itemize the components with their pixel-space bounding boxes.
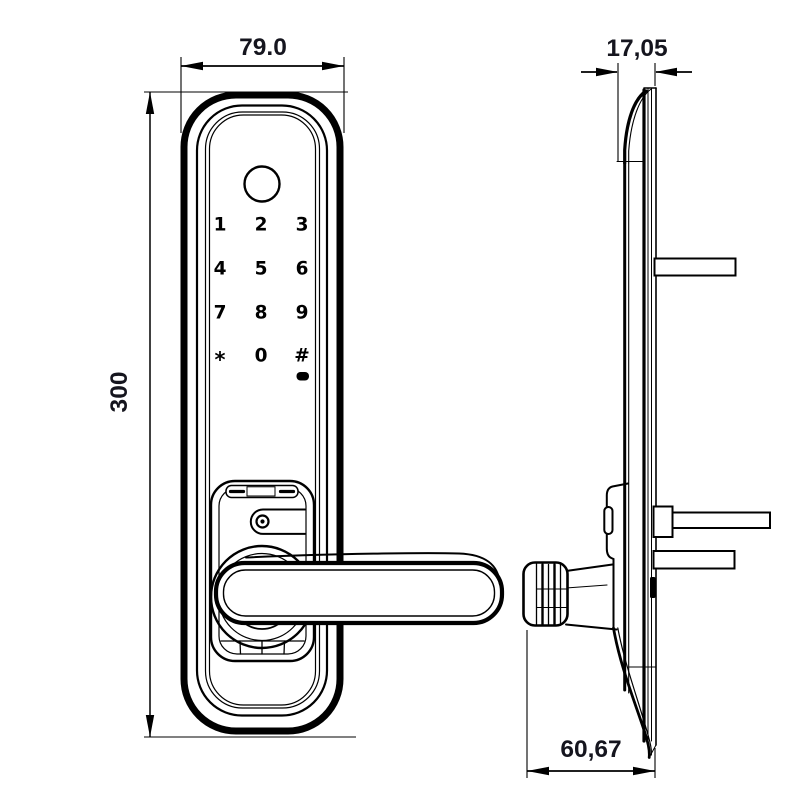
curved-top-front-inner [628,88,652,164]
keypad-key-hash: # [294,346,310,367]
keypad-key-1: 1 [214,215,227,236]
screw-center-dot [260,519,265,524]
keypad-key-8: 8 [255,303,268,324]
side-view [522,87,771,759]
dim-handle-depth-label: 60,67 [560,736,621,763]
front-panel-outline [195,104,329,717]
keypad-key-9: 9 [296,303,309,324]
arrowhead-left [596,67,618,77]
dim-side-depth: 17,05 [581,35,692,161]
side-bottom-curve-outer [612,626,651,759]
fingerprint-sensor-icon [243,165,281,203]
arrowhead-left [181,61,203,71]
handle-stem-top [565,563,614,572]
arrowhead-right [633,766,655,776]
latch-bolt-top [653,257,737,277]
arrowhead-left [527,766,549,776]
keypad-key-2: 2 [255,215,268,236]
handle-stem-mid [565,584,608,589]
deadbolt-base [652,505,674,538]
slot-center-window [246,486,276,497]
keypad-key-star: * [215,348,226,372]
handle-knob-profile [522,561,569,627]
dim-side-depth-label: 17,05 [606,35,667,62]
lever-handle [213,560,505,626]
touch-panel-outer-line [204,111,321,709]
screw-plate-outline [249,508,306,535]
keypad-key-0: 0 [255,346,268,367]
keypad-key-7: 7 [214,303,227,324]
dim-front-height-label: 300 [106,372,133,413]
screw-icon [255,514,270,529]
strike-detail [650,577,656,598]
keypad-key-3: 3 [296,215,309,236]
curved-top-front [623,89,648,165]
key-cover-slot [225,484,299,499]
escutcheon-base-grid [220,640,305,655]
touch-panel-inner-line [208,114,317,706]
dim-front-width: 79.0 [180,34,345,133]
arrowhead-top [145,92,155,114]
bottom-tip-line [648,744,657,758]
cylinder-profile [603,506,614,535]
base-grid-tick [283,640,286,655]
side-bottom-curve-inner [617,627,653,756]
dim-front-width-label: 79.0 [239,34,287,61]
keypad-key-4: 4 [214,259,227,280]
base-grid-tick [239,640,242,655]
lever-handle-top-edge [245,552,501,585]
lever-handle-inner-line [222,569,496,617]
arrowhead-right [322,61,344,71]
arrowhead-bottom [145,715,155,737]
screw-plate [249,508,306,535]
deadbolt [671,511,771,529]
handle-stem-bottom [565,623,618,631]
arrowhead-right [655,67,677,77]
keypad-key-6: 6 [296,259,309,280]
dim-front-height: 300 [106,91,356,738]
dim-handle-depth: 60,67 [526,630,656,778]
dimension-annotations: 79.0 300 17,05 60,67 [106,34,692,778]
latch-bolt-lower [652,550,736,570]
front-view: 1 2 3 4 5 6 7 8 9 * 0 # [180,91,505,735]
usb-port-icon [296,372,309,381]
handle-mount-profile [605,482,629,629]
keypad: 1 2 3 4 5 6 7 8 9 * 0 # [214,215,310,381]
keypad-key-5: 5 [255,259,268,280]
